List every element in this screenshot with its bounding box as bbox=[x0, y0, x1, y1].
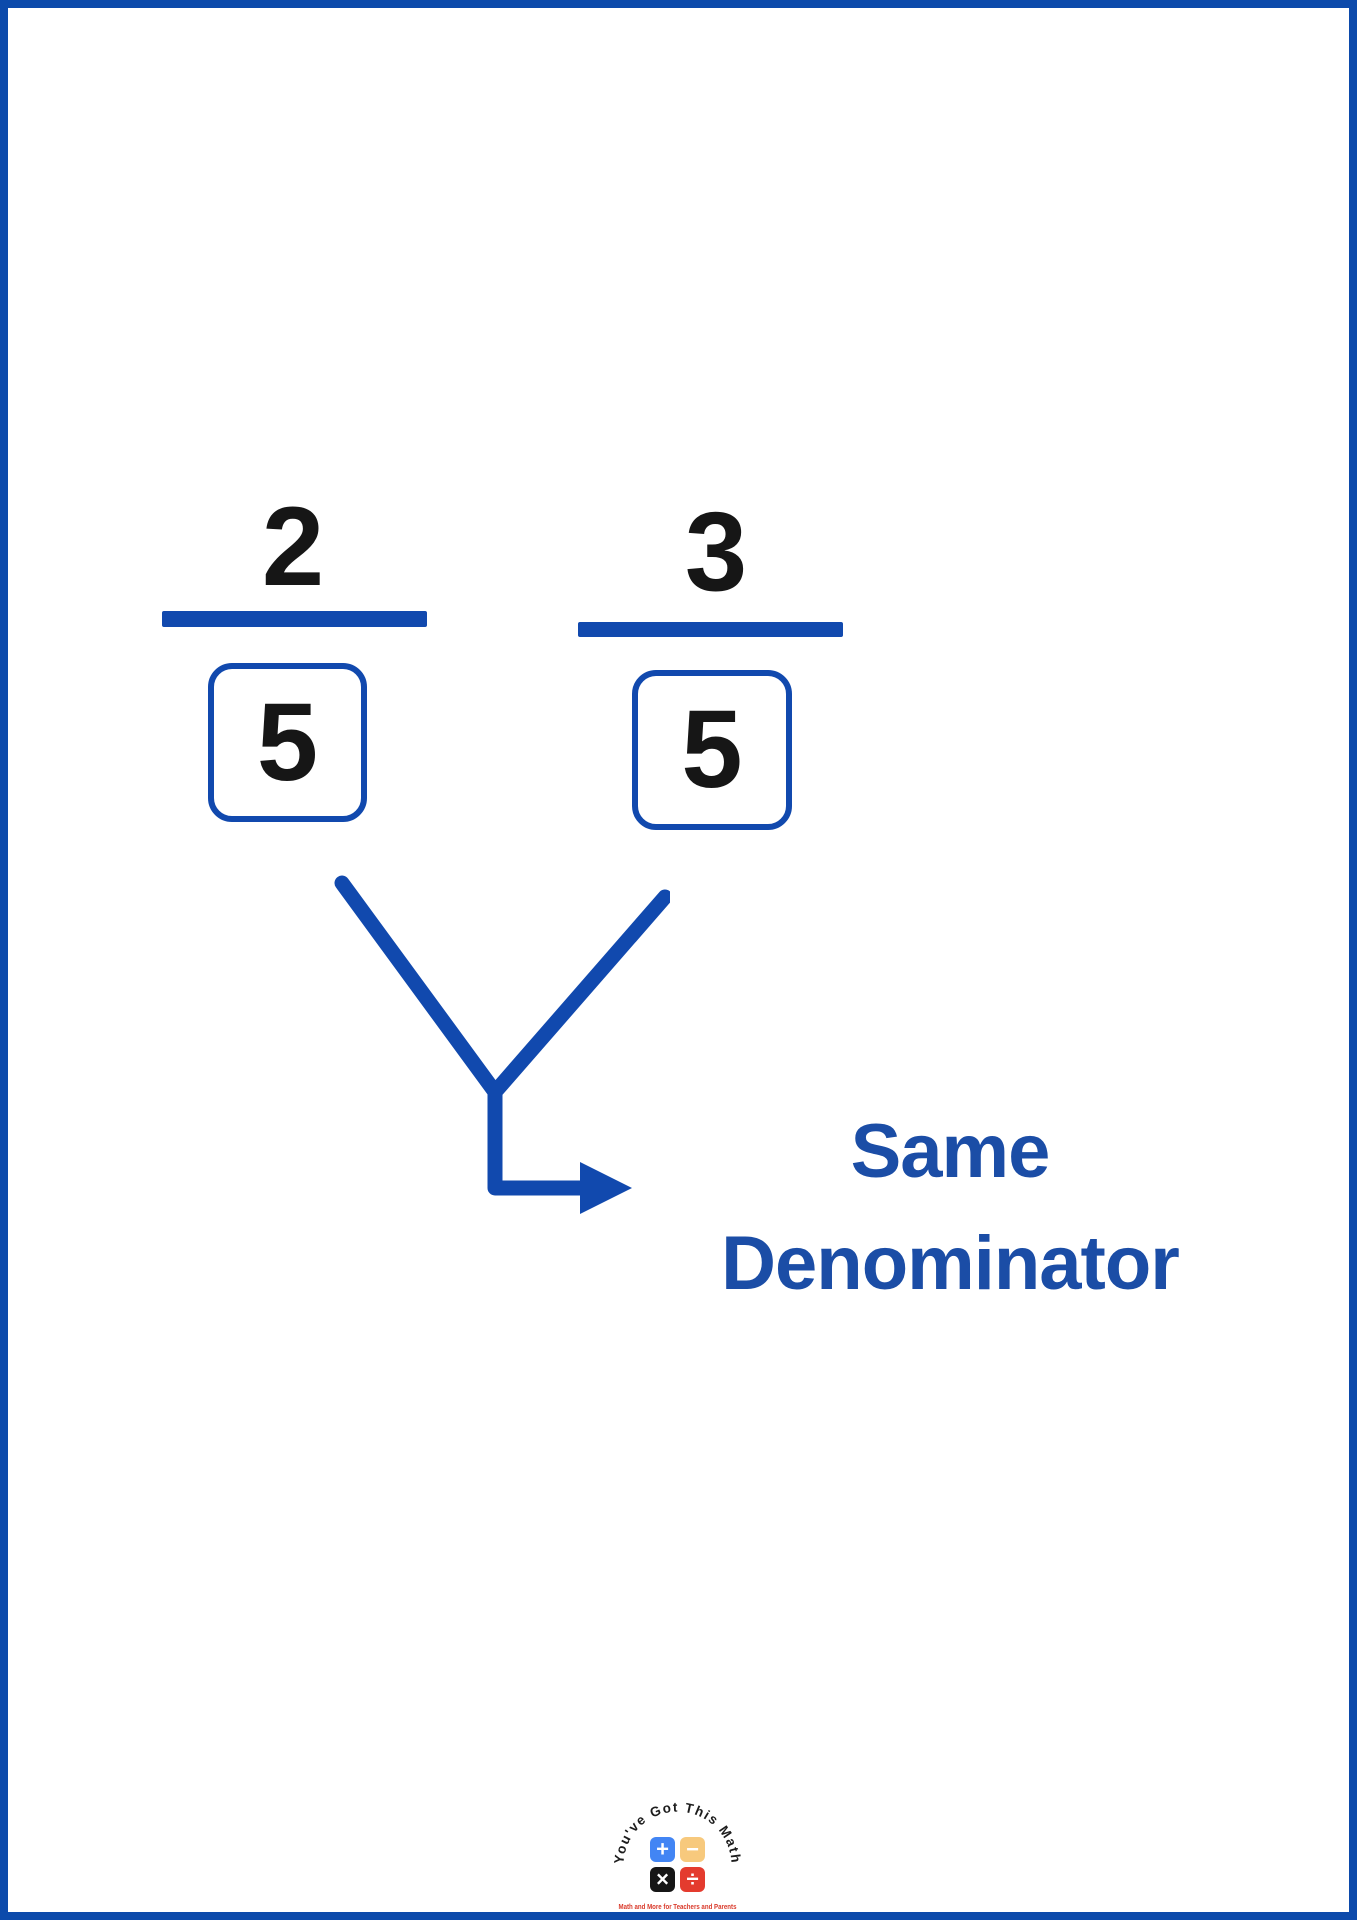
times-icon: × bbox=[656, 1867, 669, 1892]
fraction-left-denominator-box: 5 bbox=[208, 663, 367, 822]
brand-logo: You've Got This Math + − × ÷ Math and Mo… bbox=[611, 1800, 743, 1911]
arrowhead-icon bbox=[580, 1162, 632, 1214]
fraction-left-numerator: 2 bbox=[261, 484, 325, 609]
fraction-right-denominator-box: 5 bbox=[632, 670, 792, 830]
fraction-right-numerator: 3 bbox=[684, 489, 748, 614]
same-denominator-label: Same Denominator bbox=[640, 1096, 1260, 1320]
label-line-1: Same bbox=[850, 1109, 1051, 1194]
logo-arc-text: You've Got This Math bbox=[611, 1800, 743, 1865]
merge-arrow bbox=[334, 875, 670, 1214]
divide-icon: ÷ bbox=[686, 1867, 698, 1892]
minus-icon: − bbox=[686, 1837, 699, 1862]
fraction-right-denominator: 5 bbox=[681, 688, 743, 811]
logo-tagline: Math and More for Teachers and Parents bbox=[619, 1902, 737, 1911]
plus-tile bbox=[650, 1837, 675, 1862]
label-line-2: Denominator bbox=[721, 1221, 1180, 1306]
fraction-left-denominator: 5 bbox=[256, 680, 319, 804]
fraction-left-bar bbox=[162, 611, 427, 627]
divide-tile bbox=[680, 1867, 705, 1892]
times-tile bbox=[650, 1867, 675, 1892]
merge-arrow-lines bbox=[334, 875, 670, 1196]
minus-tile bbox=[680, 1837, 705, 1862]
fraction-right-bar bbox=[578, 622, 843, 637]
plus-icon: + bbox=[656, 1837, 669, 1862]
